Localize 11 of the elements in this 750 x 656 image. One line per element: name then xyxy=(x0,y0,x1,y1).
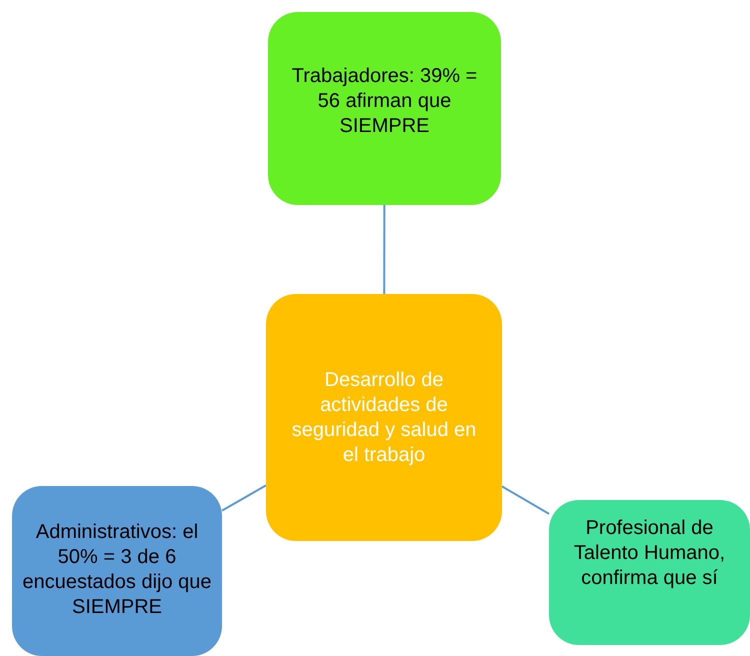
connector-line xyxy=(383,205,386,294)
box-text: Administrativos: el 50% = 3 de 6 encuestados dijo que SIEMPRE xyxy=(21,520,213,620)
rounded-box xyxy=(12,486,222,656)
connector-line xyxy=(222,484,266,512)
connector-line xyxy=(502,486,550,515)
rounded-box xyxy=(268,12,501,205)
box-text: Desarrollo de actividades de seguridad y salud en el trabajo xyxy=(290,368,478,468)
box-text: Trabajadores: 39% = 56 afirman que SIEMPRE xyxy=(290,64,478,139)
rounded-box xyxy=(266,294,502,541)
box-text: Profesional de Talento Humano, confirma que sí xyxy=(572,516,726,591)
rounded-box xyxy=(549,500,750,645)
